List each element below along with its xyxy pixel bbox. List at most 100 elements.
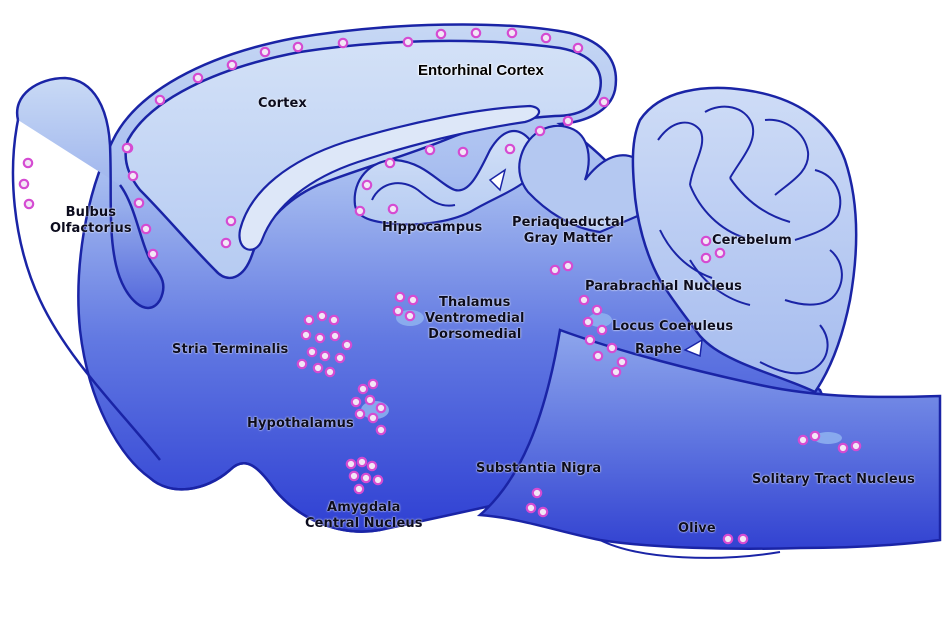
label-locus-coeruleus: Locus Coeruleus: [612, 319, 733, 335]
marker-dot: [358, 458, 366, 466]
marker-dot: [584, 318, 592, 326]
marker-dot: [612, 368, 620, 376]
marker-dot: [564, 117, 572, 125]
marker-dot: [362, 474, 370, 482]
marker-dot: [409, 296, 417, 304]
label-cortex: Cortex: [258, 96, 307, 112]
marker-dot: [261, 48, 269, 56]
marker-dot: [799, 436, 807, 444]
marker-dot: [294, 43, 302, 51]
marker-dot: [472, 29, 480, 37]
marker-dot: [222, 239, 230, 247]
marker-dot: [551, 266, 559, 274]
marker-dot: [586, 336, 594, 344]
marker-dot: [459, 148, 467, 156]
marker-dot: [374, 476, 382, 484]
marker-dot: [368, 462, 376, 470]
label-hypothalamus: Hypothalamus: [247, 416, 354, 432]
marker-dot: [508, 29, 516, 37]
marker-dot: [343, 341, 351, 349]
label-bulbus-olfactorius: Bulbus Olfactorius: [50, 205, 132, 237]
marker-dot: [386, 159, 394, 167]
marker-dot: [359, 385, 367, 393]
label-entorhinal-cortex: Entorhinal Cortex: [418, 63, 544, 79]
marker-dot: [20, 180, 28, 188]
marker-dot: [369, 380, 377, 388]
marker-dot: [321, 352, 329, 360]
label-parabrachial-nucleus: Parabrachial Nucleus: [585, 279, 742, 295]
marker-dot: [298, 360, 306, 368]
marker-dot: [326, 368, 334, 376]
label-thalamus: Thalamus Ventromedial Dorsomedial: [425, 295, 525, 343]
marker-dot: [716, 249, 724, 257]
marker-dot: [533, 489, 541, 497]
marker-dot: [506, 145, 514, 153]
marker-dot: [811, 432, 819, 440]
marker-dot: [377, 404, 385, 412]
label-bulbus-line2: Olfactorius: [50, 221, 132, 237]
marker-dot: [600, 98, 608, 106]
marker-dot: [702, 237, 710, 245]
label-olive: Olive: [678, 521, 716, 537]
label-substantia-nigra: Substantia Nigra: [476, 461, 601, 477]
marker-dot: [437, 30, 445, 38]
label-periaqueductal-gray-matter: Periaqueductal Gray Matter: [512, 215, 624, 247]
marker-dot: [308, 348, 316, 356]
marker-dot: [331, 332, 339, 340]
marker-dot: [702, 254, 710, 262]
marker-dot: [594, 352, 602, 360]
marker-dot: [618, 358, 626, 366]
marker-dot: [318, 312, 326, 320]
label-amygdala-line2: Central Nucleus: [305, 516, 423, 532]
marker-dot: [574, 44, 582, 52]
marker-dot: [314, 364, 322, 372]
marker-dot: [426, 146, 434, 154]
marker-dot: [377, 426, 385, 434]
marker-dot: [724, 535, 732, 543]
marker-dot: [352, 398, 360, 406]
marker-dot: [305, 316, 313, 324]
marker-dot: [339, 39, 347, 47]
marker-dot: [347, 460, 355, 468]
label-solitary-tract-nucleus: Solitary Tract Nucleus: [752, 472, 915, 488]
marker-dot: [536, 127, 544, 135]
marker-dot: [608, 344, 616, 352]
marker-dot: [852, 442, 860, 450]
marker-dot: [396, 293, 404, 301]
marker-dot: [539, 508, 547, 516]
label-thalamus-line3: Dorsomedial: [425, 327, 525, 343]
label-raphe: Raphe: [635, 342, 682, 358]
marker-dot: [228, 61, 236, 69]
label-bulbus-line1: Bulbus: [50, 205, 132, 221]
label-hippocampus: Hippocampus: [382, 220, 482, 236]
marker-dot: [598, 326, 606, 334]
marker-dot: [369, 414, 377, 422]
marker-dot: [149, 250, 157, 258]
marker-dot: [330, 316, 338, 324]
marker-dot: [356, 410, 364, 418]
marker-dot: [316, 334, 324, 342]
label-cerebelum: Cerebelum: [712, 233, 792, 249]
marker-dot: [156, 96, 164, 104]
marker-dot: [142, 225, 150, 233]
marker-dot: [739, 535, 747, 543]
marker-dot: [839, 444, 847, 452]
marker-dot: [302, 331, 310, 339]
label-periaqueductal-line2: Gray Matter: [512, 231, 624, 247]
marker-dot: [25, 200, 33, 208]
label-thalamus-line1: Thalamus: [425, 295, 525, 311]
label-periaqueductal-line1: Periaqueductal: [512, 215, 624, 231]
marker-dot: [406, 312, 414, 320]
marker-dot: [123, 144, 131, 152]
marker-dot: [355, 485, 363, 493]
marker-dot: [593, 306, 601, 314]
marker-dot: [135, 199, 143, 207]
marker-dot: [350, 472, 358, 480]
marker-dot: [363, 181, 371, 189]
marker-dot: [527, 504, 535, 512]
label-thalamus-line2: Ventromedial: [425, 311, 525, 327]
marker-dot: [564, 262, 572, 270]
marker-dot: [227, 217, 235, 225]
marker-dot: [389, 205, 397, 213]
